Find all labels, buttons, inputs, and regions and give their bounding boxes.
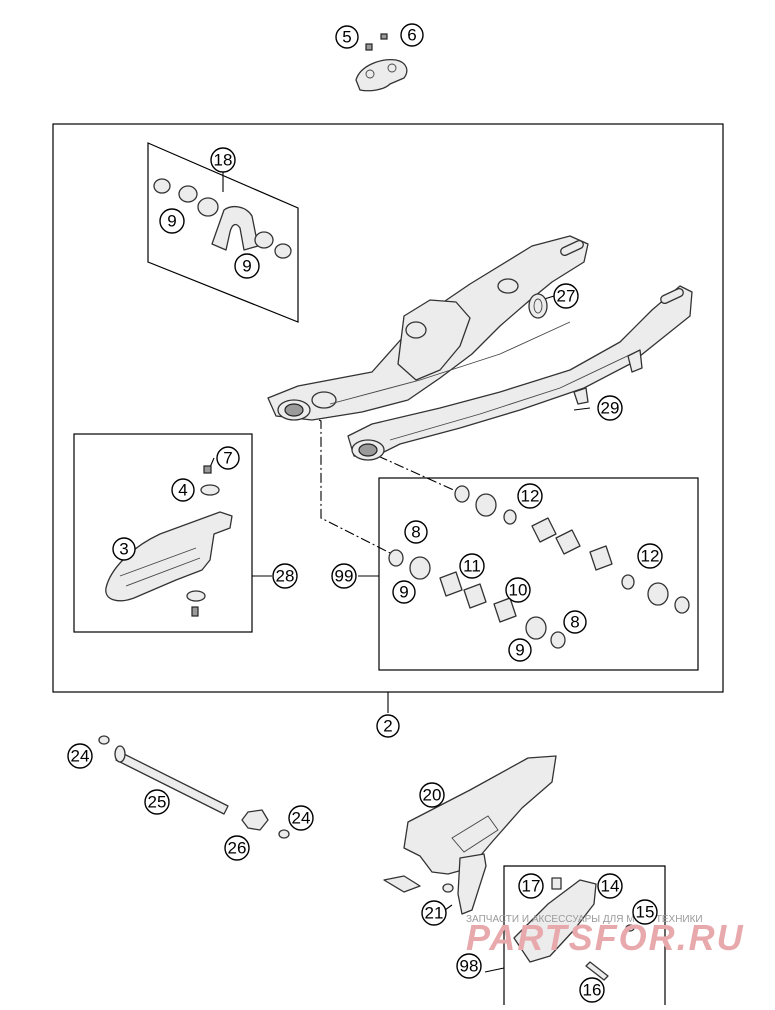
svg-text:9: 9 — [399, 583, 408, 602]
svg-text:28: 28 — [276, 567, 295, 586]
svg-text:29: 29 — [601, 399, 620, 418]
callout-7: 7 — [216, 446, 240, 470]
pivot-kit-frame — [147, 142, 299, 323]
callout-3: 3 — [112, 537, 136, 561]
svg-text:24: 24 — [71, 747, 90, 766]
svg-text:24: 24 — [292, 809, 311, 828]
svg-text:15: 15 — [636, 903, 655, 922]
chain-guide-body — [383, 755, 557, 915]
svg-text:12: 12 — [641, 547, 660, 566]
svg-text:12: 12 — [521, 487, 540, 506]
callout-8: 8 — [563, 610, 587, 634]
svg-text:3: 3 — [119, 540, 128, 559]
svg-text:11: 11 — [463, 557, 481, 576]
callout-27: 27 — [553, 283, 579, 309]
callout-24: 24 — [288, 805, 314, 831]
callout-9: 9 — [392, 580, 416, 604]
callout-11: 11 — [459, 553, 485, 579]
chain-guide-kit — [513, 877, 635, 981]
svg-text:16: 16 — [583, 981, 602, 1000]
svg-text:5: 5 — [342, 28, 351, 47]
svg-text:9: 9 — [167, 212, 176, 231]
callout-18: 18 — [210, 147, 236, 173]
svg-text:6: 6 — [407, 26, 416, 45]
callout-28: 28 — [272, 563, 298, 589]
svg-text:8: 8 — [570, 613, 579, 632]
callout-6: 6 — [400, 23, 424, 47]
svg-text:7: 7 — [223, 449, 232, 468]
callout-9: 9 — [508, 638, 532, 662]
svg-text:20: 20 — [423, 786, 442, 805]
callout-8: 8 — [404, 520, 428, 544]
callout-14: 14 — [597, 873, 623, 899]
pivot-protector-kit — [153, 178, 292, 259]
swingarm-axle — [98, 735, 290, 839]
svg-text:18: 18 — [214, 151, 233, 170]
bearing-kit-frame — [378, 477, 699, 671]
callout-10: 10 — [505, 577, 531, 603]
svg-text:2: 2 — [383, 717, 392, 736]
svg-text:17: 17 — [522, 877, 541, 896]
callout-9: 9 — [159, 208, 185, 234]
watermark-logo-text: PARTSFOR.RU — [466, 917, 745, 958]
callout-5: 5 — [335, 25, 359, 49]
svg-text:9: 9 — [242, 257, 251, 276]
swingarm-body — [267, 235, 693, 461]
callout-4: 4 — [171, 478, 195, 502]
callout-17: 17 — [518, 873, 544, 899]
bearing-row-lower — [388, 549, 566, 649]
chain-guide-frame — [503, 865, 666, 1005]
callout-12: 12 — [517, 483, 543, 509]
callout-98: 98 — [456, 953, 482, 979]
callout-16: 16 — [579, 977, 605, 1003]
svg-text:10: 10 — [509, 581, 528, 600]
callout-20: 20 — [419, 782, 445, 808]
callout-15: 15 — [632, 899, 658, 925]
svg-text:21: 21 — [425, 904, 444, 923]
svg-text:14: 14 — [601, 877, 620, 896]
bearing-row-upper — [454, 485, 690, 614]
callout-25: 25 — [144, 789, 170, 815]
callout-99: 99 — [331, 563, 357, 589]
callout-2: 2 — [376, 714, 400, 738]
svg-text:4: 4 — [178, 481, 187, 500]
svg-text:99: 99 — [335, 567, 354, 586]
callout-24: 24 — [67, 743, 93, 769]
callout-12: 12 — [637, 543, 663, 569]
callout-21: 21 — [421, 900, 447, 926]
svg-text:98: 98 — [460, 957, 479, 976]
svg-text:25: 25 — [148, 793, 167, 812]
svg-text:26: 26 — [228, 839, 247, 858]
chain-slider-frame — [73, 433, 253, 633]
callout-9: 9 — [234, 253, 260, 279]
svg-text:27: 27 — [557, 287, 576, 306]
ring-part — [528, 293, 548, 319]
watermark-top-text: ЗАПЧАСТИ И АКСЕССУАРЫ ДЛЯ МОТОТЕХНИКИ — [466, 914, 703, 925]
callout-26: 26 — [224, 835, 250, 861]
callout-29: 29 — [597, 395, 623, 421]
svg-text:9: 9 — [515, 641, 524, 660]
svg-text:8: 8 — [411, 523, 420, 542]
chain-slider — [105, 465, 233, 617]
clamp-part — [355, 33, 408, 92]
